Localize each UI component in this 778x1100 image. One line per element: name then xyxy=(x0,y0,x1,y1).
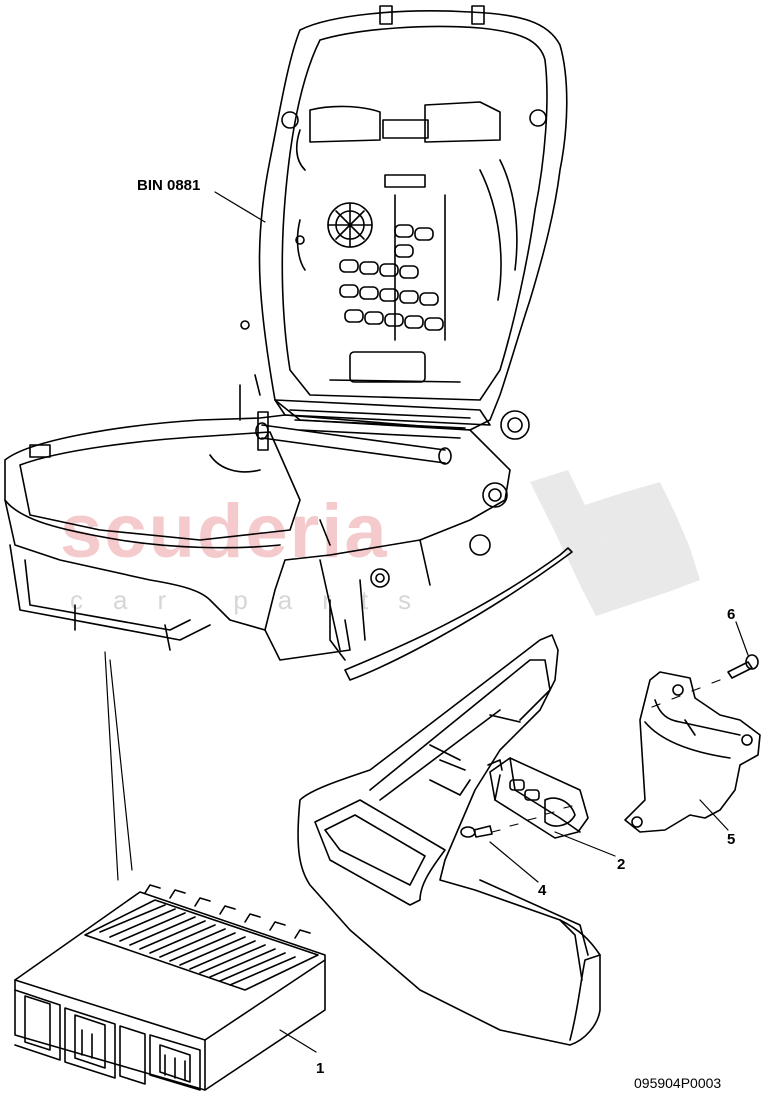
label-part-4: 4 xyxy=(538,882,547,899)
diagram-code: 095904P0003 xyxy=(634,1075,722,1091)
leader-line-5 xyxy=(699,799,729,831)
trim-panel xyxy=(297,634,601,1046)
switch-part-2 xyxy=(487,757,589,839)
lumbar-cylinders xyxy=(339,224,444,331)
leader-line-bin xyxy=(214,191,266,223)
seat-base-frame xyxy=(4,374,573,681)
label-part-5: 5 xyxy=(727,831,736,848)
leader-line-6 xyxy=(735,621,749,656)
dash-line-6 xyxy=(651,679,721,708)
label-part-1: 1 xyxy=(316,1060,325,1077)
watermark-subtitle: car parts xyxy=(70,585,442,615)
bolt-part-6 xyxy=(727,654,759,679)
label-part-2: 2 xyxy=(617,856,626,873)
leader-line-1 xyxy=(279,1029,317,1053)
screw-part-4 xyxy=(460,825,493,838)
bracket-part-5 xyxy=(624,671,761,833)
control-unit-part-1 xyxy=(14,884,326,1091)
leader-line-control-unit xyxy=(104,651,133,881)
seat-backrest-frame xyxy=(240,5,568,431)
label-bin-0881: BIN 0881 xyxy=(137,177,201,194)
label-part-6: 6 xyxy=(727,606,736,623)
dash-line-4 xyxy=(491,805,573,833)
leader-line-2 xyxy=(554,831,616,857)
leader-line-4 xyxy=(489,841,539,883)
